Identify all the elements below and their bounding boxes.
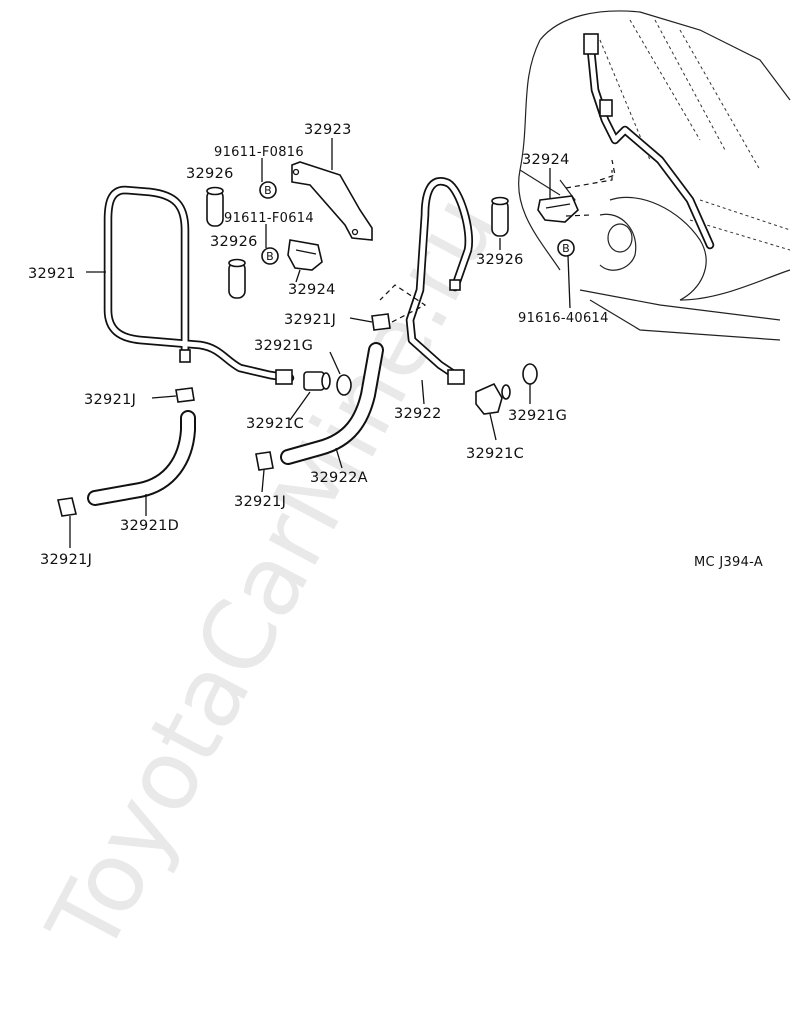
label-32921c-left: 32921C	[246, 416, 304, 432]
diagram-code: MC J394-A	[694, 555, 763, 570]
label-91611-f0816: 91611-F0816	[214, 145, 304, 160]
clip-32921j-left	[175, 387, 195, 403]
watermark: ToyotaCarMine.ru	[26, 178, 519, 972]
pipe-32922	[405, 177, 474, 385]
sleeve-32926-lower	[228, 258, 246, 299]
label-32922: 32922	[394, 406, 442, 422]
bracket-32923	[291, 161, 373, 241]
engine-block-outline	[518, 10, 791, 341]
label-32924-left: 32924	[288, 282, 336, 298]
label-32924-right: 32924	[522, 152, 570, 168]
hose-32922a	[280, 342, 384, 465]
label-32921c-right: 32921C	[466, 446, 524, 462]
connector-32921c-right	[475, 382, 511, 415]
bolt-symbol-f0614: B	[261, 247, 279, 265]
label-32921j-bottom: 32921J	[40, 552, 92, 568]
clip-32921j-upper	[371, 313, 391, 331]
label-91616-40614: 91616-40614	[518, 311, 609, 326]
label-32921j-upper: 32921J	[284, 312, 336, 328]
gasket-32921g-left	[336, 374, 352, 396]
label-32921g-right: 32921G	[508, 408, 567, 424]
part-labels: 32923 91611-F0816 32926 91611-F0614 3292…	[28, 122, 763, 570]
svg-text:B: B	[562, 242, 570, 255]
leader-lines	[69, 138, 571, 548]
connector-32921c-left	[303, 371, 331, 391]
label-32921j-left: 32921J	[84, 392, 136, 408]
svg-text:B: B	[264, 184, 272, 197]
bolt-symbol-40614: B	[557, 239, 575, 257]
label-32922a: 32922A	[310, 470, 368, 486]
svg-text:B: B	[266, 250, 274, 263]
sleeve-32926-upper	[206, 186, 224, 227]
clamp-32924-right	[537, 195, 579, 223]
clip-32921j-mid	[255, 451, 274, 471]
label-32921j-mid: 32921J	[234, 494, 286, 510]
label-32923: 32923	[304, 122, 352, 138]
clip-32921j-bottom-left	[57, 497, 77, 517]
dashed-link-clip-upper	[379, 284, 427, 323]
label-32921: 32921	[28, 266, 76, 282]
pipe-32921	[103, 185, 295, 385]
engine-side-pipe	[583, 33, 715, 250]
label-32921d: 32921D	[120, 518, 179, 534]
label-32926-upper: 32926	[186, 166, 234, 182]
label-91611-f0614: 91611-F0614	[224, 211, 314, 226]
gasket-32921g-right	[522, 363, 538, 385]
label-32921g-left: 32921G	[254, 338, 313, 354]
label-32926-lower: 32926	[210, 234, 258, 250]
hose-32921d	[87, 410, 196, 506]
bolt-symbol-f0816: B	[259, 181, 277, 199]
label-32926-right: 32926	[476, 252, 524, 268]
sleeve-32926-right	[491, 196, 509, 237]
clamp-32924-left	[287, 239, 323, 271]
dashed-link-clamp-right	[565, 170, 613, 217]
